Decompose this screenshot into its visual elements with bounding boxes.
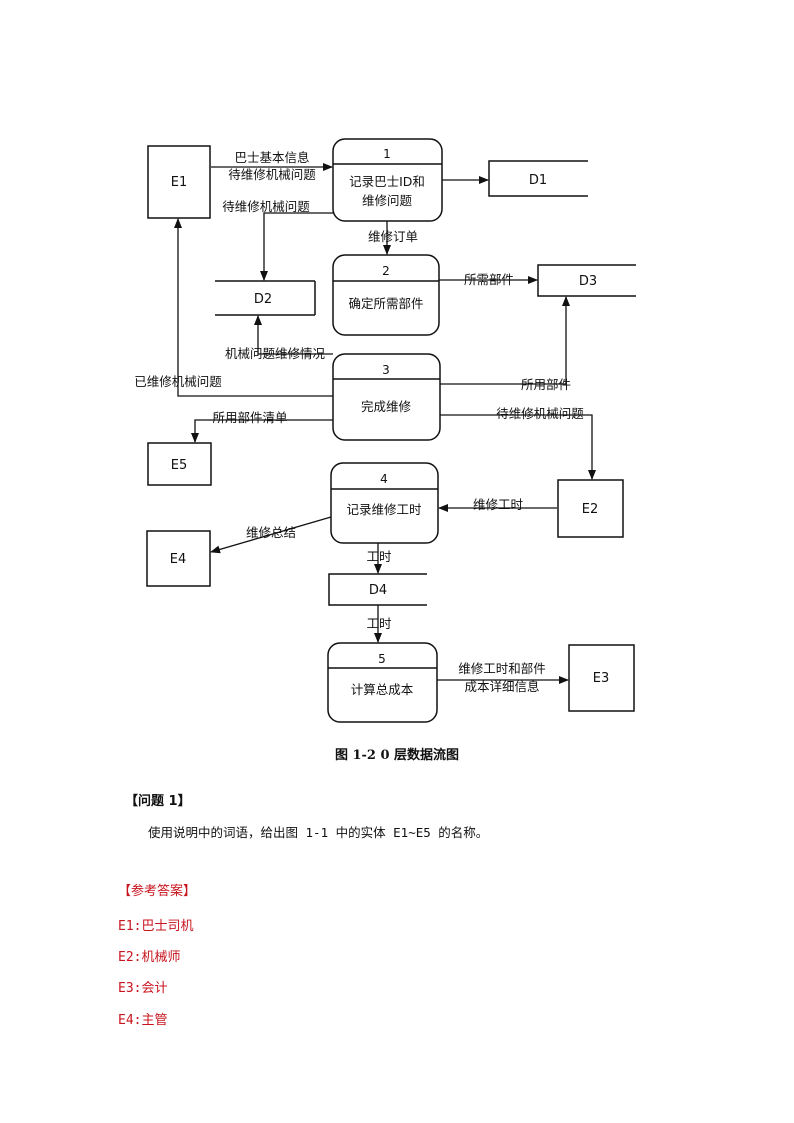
answer-item: E2:机械师	[118, 946, 181, 965]
flow-parts-needed-label: 所需部件	[464, 272, 514, 287]
entity-e4-label: E4	[170, 552, 187, 567]
flow-mech-status: 机械问题维修情况	[225, 315, 333, 361]
entity-e2: E2	[557, 479, 624, 538]
flow-hours-2-label: 工时	[366, 616, 392, 631]
flow-mech-status-label: 机械问题维修情况	[225, 346, 326, 361]
figure-caption: 图 1-2 0 层数据流图	[334, 748, 460, 763]
flow-bus-info-label: 巴士基本信息	[234, 150, 309, 165]
flow-labor-hours-label: 维修工时	[473, 497, 524, 512]
answer-key: E2:	[118, 950, 142, 965]
answer-key: E1:	[118, 919, 142, 934]
entity-e5-label: E5	[171, 458, 188, 473]
process-5-label: 计算总成本	[351, 682, 414, 697]
process-4-label: 记录维修工时	[346, 502, 422, 517]
answer-key: E3:	[118, 981, 142, 996]
flow-pending-3-label: 待维修机械问题	[496, 406, 584, 421]
process-3-number: 3	[382, 363, 390, 377]
store-d3: D3	[537, 264, 636, 297]
answer-value: 主管	[141, 1013, 168, 1028]
flow-summary-label: 维修总结	[246, 525, 296, 540]
store-d1: D1	[488, 160, 588, 197]
answer-title: 【参考答案】	[118, 884, 197, 899]
process-3-label: 完成维修	[361, 399, 412, 414]
flow-cost-label-line2: 成本详细信息	[464, 679, 539, 694]
entity-e1: E1	[147, 145, 211, 219]
store-d4-label: D4	[369, 583, 387, 598]
flow-parts-used-label: 所用部件	[521, 377, 571, 392]
process-1-label-line1: 记录巴士ID和	[349, 174, 425, 189]
process-4: 4 记录维修工时	[330, 462, 439, 544]
question-title: 【问题 1】	[125, 794, 191, 809]
flow-repair-order-label: 维修订单	[368, 229, 418, 244]
flow-cost-label-line1: 维修工时和部件	[458, 661, 546, 676]
data-flow-diagram: E1 E2 E3 E4 E5 1 记录巴士ID和 维修问题 2 确定所需部件 3…	[134, 138, 636, 723]
question-body: 使用说明中的词语，给出图 1-1 中的实体 E1~E5 的名称。	[148, 825, 489, 840]
answer-item: E3:会计	[118, 977, 168, 996]
store-d2: D2	[215, 280, 316, 316]
process-1: 1 记录巴士ID和 维修问题	[332, 138, 443, 222]
answer-value: 机械师	[141, 950, 181, 965]
process-2-number: 2	[382, 264, 390, 278]
flow-pending-to-d2: 待维修机械问题	[222, 199, 333, 281]
flow-hours-1-label: 工时	[366, 549, 392, 564]
store-d3-label: D3	[579, 274, 597, 289]
entity-e1-label: E1	[171, 175, 188, 190]
store-d2-label: D2	[254, 292, 272, 307]
answer-item: E1:巴士司机	[118, 915, 194, 934]
flow-summary: 维修总结	[210, 516, 332, 554]
flow-bus-info: 巴士基本信息 待维修机械问题	[211, 150, 333, 182]
entity-e3-label: E3	[593, 671, 610, 686]
answer-value: 会计	[141, 981, 168, 996]
flow-parts-list-label: 所用部件清单	[212, 410, 287, 425]
entity-e4: E4	[146, 530, 211, 587]
entity-e2-label: E2	[582, 502, 599, 517]
process-4-number: 4	[380, 472, 388, 486]
process-1-label-line2: 维修问题	[362, 193, 413, 208]
store-d1-label: D1	[529, 173, 547, 188]
flow-hours-to-d4: 工时	[366, 543, 392, 574]
flow-pending-2-label: 待维修机械问题	[222, 199, 310, 214]
process-5: 5 计算总成本	[327, 642, 438, 723]
process-1-number: 1	[383, 147, 391, 161]
flow-repaired-to-e1: 已维修机械问题	[134, 218, 333, 397]
process-2: 2 确定所需部件	[332, 254, 440, 336]
flow-hours-to-p5: 工时	[366, 605, 392, 643]
process-5-number: 5	[378, 652, 386, 666]
flow-labor-hours: 维修工时	[438, 497, 557, 512]
flow-repaired-label: 已维修机械问题	[134, 374, 222, 389]
answer-key: E4:	[118, 1013, 142, 1028]
store-d4: D4	[328, 573, 427, 606]
entity-e3: E3	[568, 644, 635, 712]
flow-cost-to-e3: 维修工时和部件 成本详细信息	[437, 661, 569, 694]
entity-e5: E5	[147, 442, 212, 486]
flow-repair-order: 维修订单	[368, 221, 418, 255]
flow-parts-used: 所用部件	[440, 296, 571, 392]
answer-item: E4:主管	[118, 1009, 168, 1028]
flow-pending-1-label: 待维修机械问题	[228, 167, 316, 182]
process-2-label: 确定所需部件	[348, 296, 423, 311]
flow-parts-needed: 所需部件	[439, 272, 538, 287]
flow-parts-list: 所用部件清单	[191, 410, 333, 443]
answer-value: 巴士司机	[141, 919, 194, 934]
flow-pending-to-e2: 待维修机械问题	[440, 406, 596, 480]
process-3: 3 完成维修	[332, 353, 441, 441]
